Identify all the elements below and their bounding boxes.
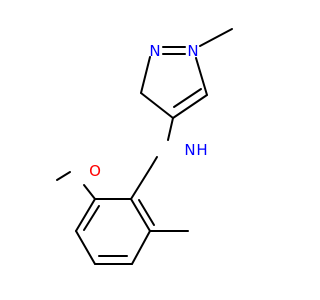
pyrazole-n1-label: N [187, 42, 198, 60]
molecule-structure: N N N H O [56, 28, 233, 265]
bond-c5-c4 [172, 94, 208, 119]
bond-n1-methyl [199, 28, 233, 47]
bond-b2-b3 [131, 230, 151, 265]
bond-nh-ch2 [150, 156, 158, 168]
bond-n1-c5 [195, 57, 208, 96]
bond-c5-c4-double [173, 88, 202, 108]
bond-b5-b6 [75, 198, 96, 232]
bond-b1-b2 [130, 198, 151, 232]
bond-c4-nh [167, 117, 174, 141]
amine-n-label: N [184, 141, 195, 159]
amine-h-label: H [196, 141, 207, 159]
bond-c3-n2 [140, 56, 151, 94]
pyrazole-n2-label: N [149, 42, 160, 60]
bond-o-methyl [56, 171, 71, 181]
bond-ring-o [83, 184, 96, 200]
bonds [56, 28, 233, 265]
bond-b4-b5 [75, 230, 96, 265]
bond-b5-b6-double [83, 205, 100, 231]
methoxy-o-label: O [89, 162, 101, 180]
bond-ch2-ring [130, 166, 152, 200]
atom-labels: N N N H O [89, 42, 208, 180]
bond-c4-c3 [140, 92, 174, 119]
bond-b1-b2-double [138, 199, 155, 226]
